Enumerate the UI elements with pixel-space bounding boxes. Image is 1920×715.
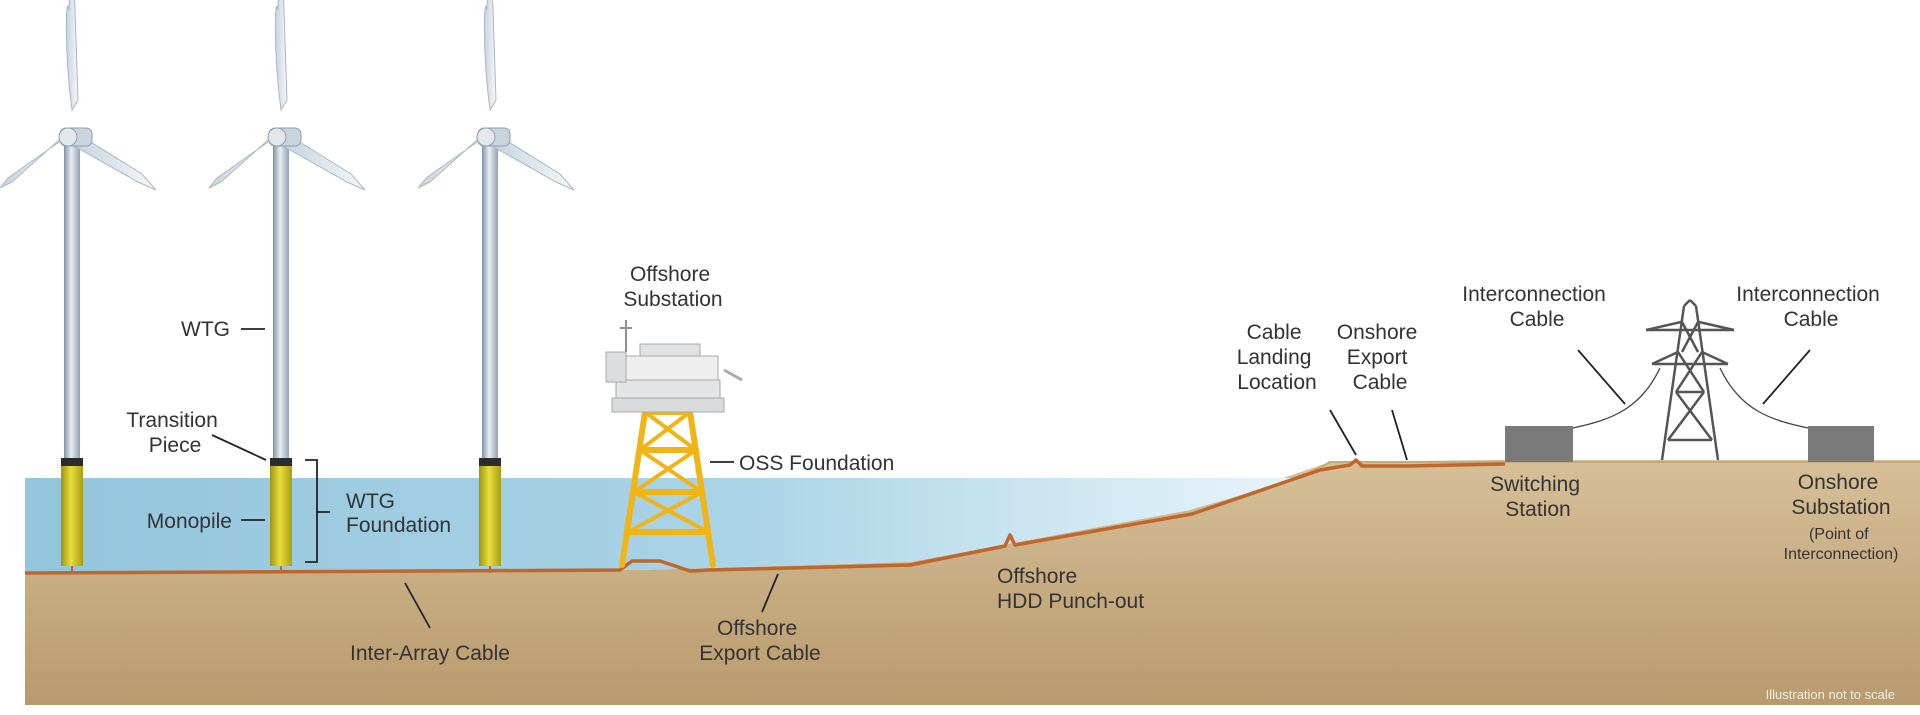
- interconnection-right-leader: [1762, 349, 1811, 405]
- onshore-export-cable-leader: [1391, 409, 1408, 461]
- wind-turbine-3: [417, 0, 575, 573]
- label-onshore-export-cable: Onshore Export Cable: [1337, 321, 1423, 394]
- wtg-foundation-bracket: [305, 459, 330, 563]
- transmission-pylon: [1645, 299, 1735, 461]
- label-offshore-hdd-punchout: Offshore HDD Punch-out: [997, 565, 1144, 613]
- label-offshore-export-cable: Offshore Export Cable: [699, 617, 820, 665]
- water-body: [25, 478, 1300, 572]
- label-oss-foundation: OSS Foundation: [739, 452, 894, 475]
- onshore-substation: [1808, 426, 1874, 462]
- interconnection-wire-left: [1572, 367, 1661, 429]
- wind-turbine-1: [0, 0, 157, 573]
- interconnection-wire-right: [1719, 367, 1809, 429]
- label-monopile: Monopile: [147, 510, 232, 533]
- label-transition-piece: Transition Piece: [126, 409, 223, 457]
- label-inter-array-cable: Inter-Array Cable: [350, 642, 510, 665]
- scale-note: Illustration not to scale: [1766, 687, 1895, 702]
- label-onshore-substation: Onshore Substation: [1791, 471, 1890, 519]
- seabed: [25, 460, 1920, 705]
- inter-array-cable-leader: [404, 582, 431, 629]
- label-switching-station: Switching Station: [1490, 473, 1586, 521]
- label-offshore-substation: Offshore Substation: [623, 263, 722, 311]
- interconnection-left-leader: [1577, 349, 1626, 405]
- transition-piece-leader: [211, 434, 267, 461]
- switching-station: [1505, 426, 1573, 462]
- wind-turbine-2: [208, 0, 366, 573]
- oss-jacket-foundation: [619, 409, 716, 568]
- label-wtg: WTG: [181, 318, 230, 341]
- cable-landing-leader: [1329, 409, 1357, 456]
- label-interconnection-cable-right: Interconnection Cable: [1736, 283, 1885, 331]
- cable-route: [24, 458, 1506, 575]
- label-wtg-foundation: WTG Foundation: [346, 490, 451, 537]
- label-cable-landing-location: Cable Landing Location: [1237, 321, 1318, 394]
- offshore-substation-topside: [605, 320, 743, 413]
- offshore-export-cable-leader: [761, 573, 779, 613]
- label-interconnection-cable-left: Interconnection Cable: [1462, 283, 1611, 331]
- label-point-of-interconnection: (Point of Interconnection): [1784, 526, 1899, 563]
